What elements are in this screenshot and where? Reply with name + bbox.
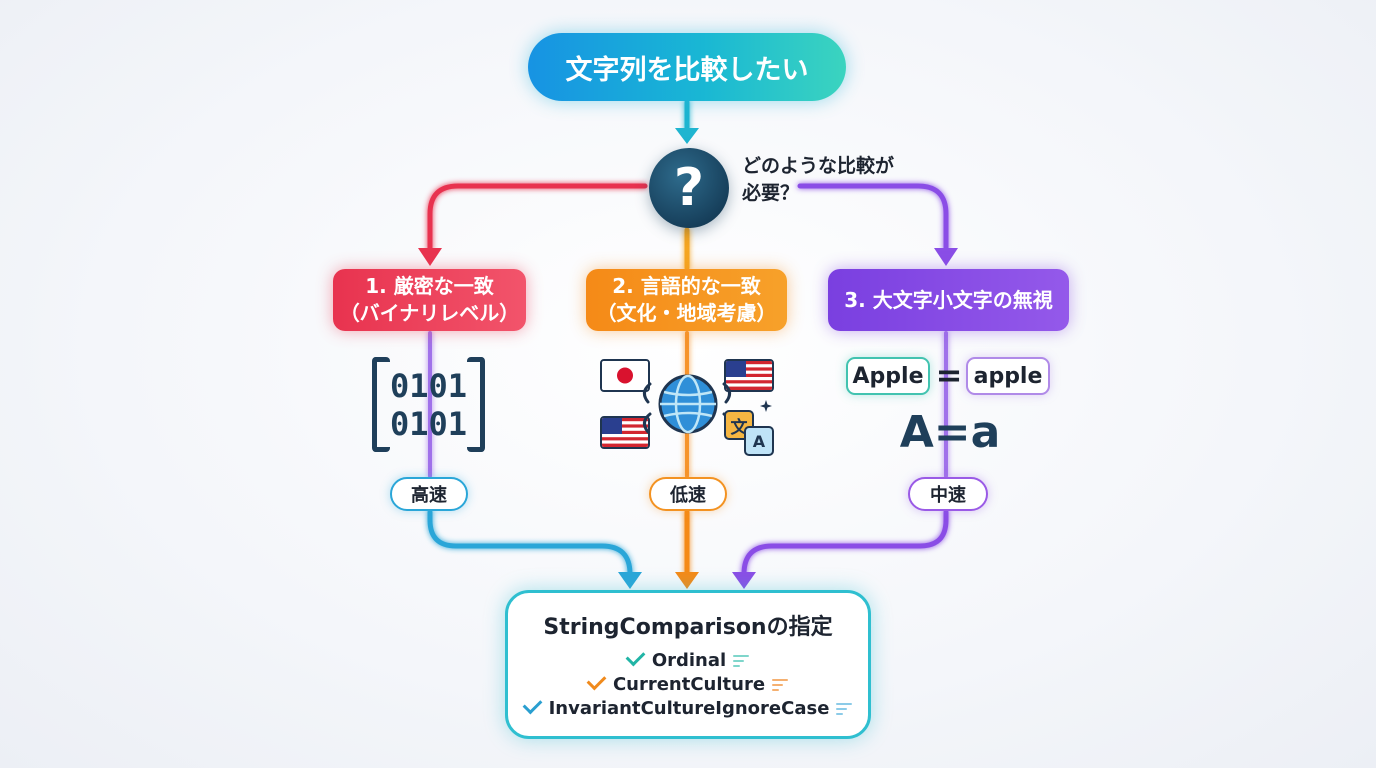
option-linguistic-match: 2. 言語的な一致 （文化・地域考慮） xyxy=(586,269,787,331)
arrowhead-result-middle xyxy=(675,572,699,589)
case-formula: A=a xyxy=(899,407,1001,458)
connector-speed1-result xyxy=(427,509,633,579)
arrowhead-result-right xyxy=(732,572,756,589)
translate-bubble-latin-icon: A xyxy=(744,426,774,456)
connector-decision-option3 xyxy=(797,183,949,253)
option-linguistic-title: 2. 言語的な一致 xyxy=(612,274,761,298)
binary-row-2: 0101 xyxy=(389,404,468,443)
apple-lower-chip: apple xyxy=(966,357,1050,395)
binary-icon: 0101 0101 xyxy=(372,357,485,452)
decision-question-line1: どのような比較が xyxy=(742,155,895,177)
decision-question: どのような比較が 必要？ xyxy=(742,153,942,207)
binary-bracket-right xyxy=(467,357,485,452)
us-flag-icon-2 xyxy=(600,416,650,449)
option-linguistic-subtitle: （文化・地域考慮） xyxy=(596,301,777,325)
sparkle-icon xyxy=(760,400,772,412)
result-item-label: CurrentCulture xyxy=(612,674,766,695)
globe-icon xyxy=(658,374,718,434)
option-strict-match: 1. 厳密な一致 （バイナリレベル） xyxy=(333,269,526,331)
equals-symbol: = xyxy=(935,356,963,394)
option-strict-subtitle: （バイナリレベル） xyxy=(339,301,520,325)
question-icon: ? xyxy=(649,148,729,228)
binary-row-1: 0101 xyxy=(389,366,468,405)
connector-speed3-result xyxy=(741,509,949,579)
arrowhead-start xyxy=(675,128,699,144)
option-ignore-case-title: 3. 大文字小文字の無視 xyxy=(844,287,1053,312)
result-item-label: Ordinal xyxy=(651,650,727,671)
arrowhead-option1 xyxy=(418,248,442,266)
result-item-currentculture: CurrentCulture xyxy=(508,670,868,695)
japan-flag-icon xyxy=(600,359,650,392)
us-flag-icon xyxy=(724,359,774,392)
globe-left-arcs xyxy=(643,382,652,434)
option-strict-title: 1. 厳密な一致 xyxy=(365,274,494,298)
check-icon xyxy=(625,646,646,667)
speed-badge-slow: 低速 xyxy=(649,477,727,511)
check-icon xyxy=(586,670,607,691)
apple-upper-chip: Apple xyxy=(846,357,930,395)
question-symbol: ? xyxy=(673,158,705,218)
result-item-ordinal: Ordinal xyxy=(508,646,868,671)
check-icon xyxy=(522,694,542,715)
speed-badge-medium: 中速 xyxy=(908,477,988,511)
translate-glyph-latin: A xyxy=(752,431,766,451)
translate-glyph-kanji: 文 xyxy=(730,417,748,438)
result-title: StringComparisonの指定 xyxy=(543,615,833,640)
decision-question-line2: 必要？ xyxy=(742,182,800,204)
arrowhead-result-left xyxy=(618,572,642,589)
start-node: 文字列を比較したい xyxy=(528,33,846,101)
result-node: StringComparisonの指定 Ordinal CurrentCultu… xyxy=(505,590,871,739)
lines-icon xyxy=(772,676,789,694)
lines-icon xyxy=(733,652,750,670)
result-item-label: InvariantCultureIgnoreCase xyxy=(548,698,830,719)
option-ignore-case: 3. 大文字小文字の無視 xyxy=(828,269,1069,331)
binary-bracket-left xyxy=(372,357,390,452)
speed-badge-fast: 高速 xyxy=(390,477,468,511)
result-item-invariantcultureignorecase: InvariantCultureIgnoreCase xyxy=(508,694,868,719)
connector-decision-option1 xyxy=(427,183,648,253)
arrowhead-option3 xyxy=(934,248,958,266)
lines-icon xyxy=(836,700,853,718)
